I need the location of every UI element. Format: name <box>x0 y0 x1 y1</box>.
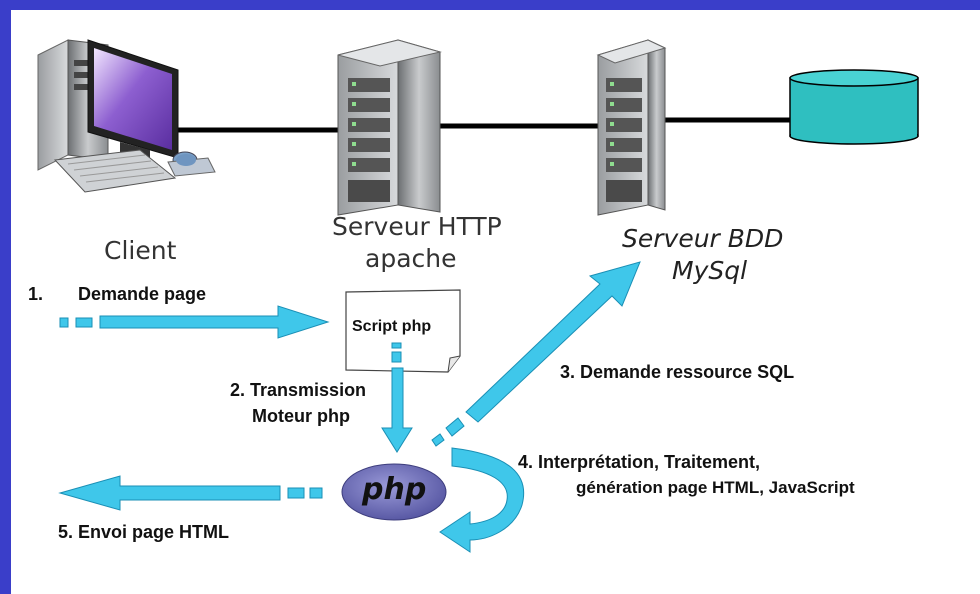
php-logo <box>341 463 447 521</box>
step4-label-line1: 4. Interprétation, Traitement, <box>518 452 761 472</box>
client-label: Client <box>104 236 177 265</box>
db-server-label-line1: Serveur BDD <box>622 224 784 253</box>
frame-border-left <box>0 0 11 594</box>
script-document-icon <box>345 289 461 373</box>
step5-label: 5. Envoi page HTML <box>58 522 230 542</box>
arrow-processing-loop <box>439 447 525 553</box>
client-computer-icon <box>37 39 216 193</box>
arrow-request-page <box>59 305 330 339</box>
arrow-send-html <box>58 475 323 511</box>
http-server-label-line2: apache <box>365 244 457 273</box>
arrow-transmission <box>381 342 413 453</box>
frame-border-top <box>0 0 980 10</box>
step4-label-line2: génération page HTML, JavaScript <box>576 478 855 497</box>
network-links <box>170 117 790 133</box>
step1-label: Demande page <box>78 284 207 304</box>
http-server-label-line1: Serveur HTTP <box>332 212 502 241</box>
db-server-label-line2: MySql <box>672 256 748 285</box>
step2-label-line1: 2. Transmission <box>230 380 367 400</box>
script-php-label: Script php <box>352 318 432 335</box>
db-server-icon <box>596 39 667 216</box>
php-logo-text: php <box>362 472 427 507</box>
arrow-sql-request <box>431 261 641 447</box>
step1-number: 1. <box>28 284 44 304</box>
database-icon <box>789 69 919 145</box>
http-server-icon <box>337 39 442 216</box>
step3-label: 3. Demande ressource SQL <box>560 362 795 382</box>
step2-label-line2: Moteur php <box>252 406 350 426</box>
